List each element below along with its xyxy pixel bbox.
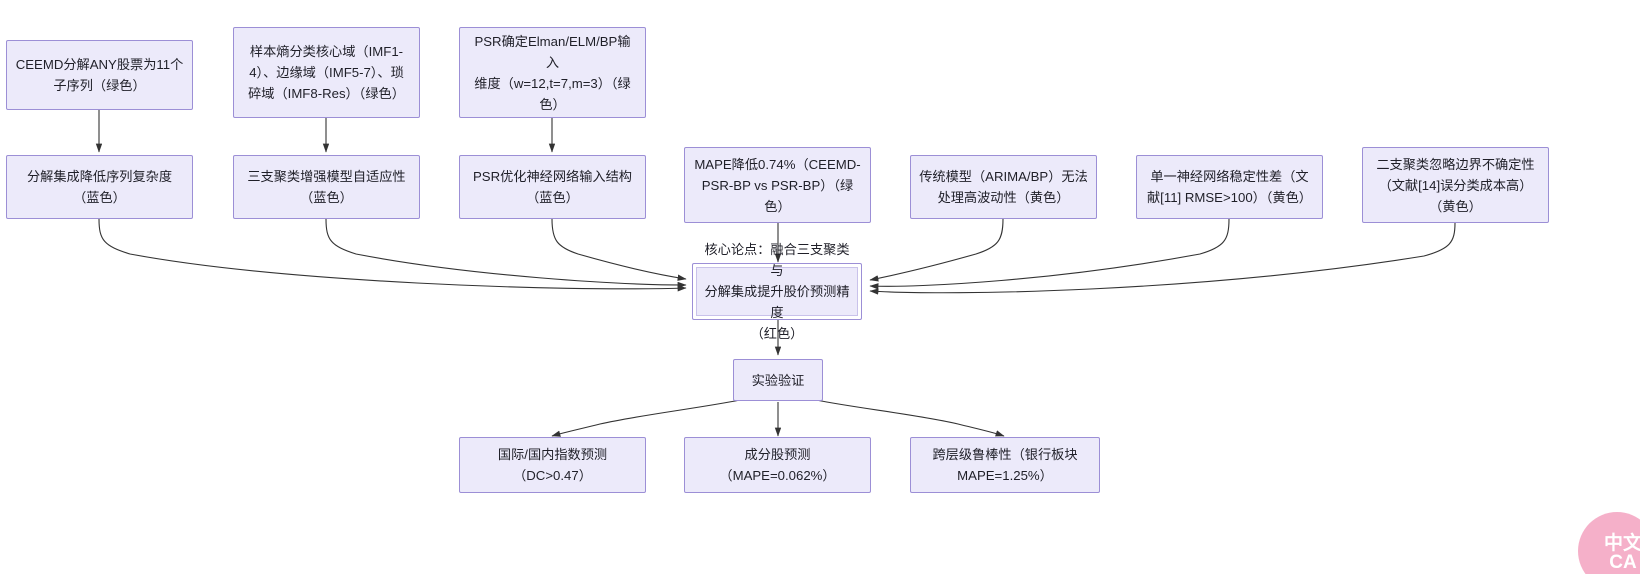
node-label: MAPE降低0.74%（CEEMD- PSR-BP vs PSR-BP）（绿 色… <box>694 156 861 214</box>
edge-exp-r1 <box>551 399 741 437</box>
node-label: PSR优化神经网络输入结构 （蓝色） <box>473 169 632 205</box>
watermark-label: 中文 CA <box>1603 533 1640 573</box>
node-sample-entropy-classification[interactable]: 样本熵分类核心域（IMF1- 4）、边缘域（IMF5-7）、琐 碎域（IMF8-… <box>233 27 420 118</box>
node-label: 跨层级鲁棒性（银行板块 MAPE=1.25%） <box>932 447 1078 483</box>
node-label: 三支聚类增强模型自适应性 （蓝色） <box>247 169 406 205</box>
node-decomposition-reduces-complexity[interactable]: 分解集成降低序列复杂度 （蓝色） <box>6 155 193 219</box>
node-core-thesis[interactable]: 核心论点：融合三支聚类与 分解集成提升股价预测精度 （红色） <box>692 242 862 341</box>
node-ceemd-decompose[interactable]: CEEMD分解ANY股票为11个 子序列（绿色） <box>6 40 193 110</box>
edge-n8-core <box>869 218 1004 282</box>
node-label: 分解集成降低序列复杂度 （蓝色） <box>26 169 173 205</box>
node-experiment-validation[interactable]: 实验验证 <box>733 359 823 401</box>
edge-exp-r3 <box>815 399 1005 437</box>
node-label: 传统模型（ARIMA/BP）无法 处理高波动性（黄色） <box>919 169 1088 205</box>
node-label: 国际/国内指数预测 （DC>0.47） <box>497 447 608 483</box>
node-label: 实验验证 <box>751 372 805 388</box>
node-constituent-stock-result[interactable]: 成分股预测 （MAPE=0.062%） <box>684 437 871 493</box>
node-two-way-clustering-limitation[interactable]: 二支聚类忽略边界不确定性 （文献[14]误分类成本高） （黄色） <box>1362 147 1549 223</box>
edge-n9-core <box>869 218 1230 290</box>
node-label: 单一神经网络稳定性差（文 献[11] RMSE>100）（黄色） <box>1146 169 1312 205</box>
node-psr-input-dimension[interactable]: PSR确定Elman/ELM/BP输入 维度（w=12,t=7,m=3）（绿 色… <box>459 27 646 118</box>
node-mape-improvement[interactable]: MAPE降低0.74%（CEEMD- PSR-BP vs PSR-BP）（绿 色… <box>684 147 871 223</box>
node-label: CEEMD分解ANY股票为11个 子序列（绿色） <box>15 57 184 93</box>
edge-n10-core <box>869 222 1456 295</box>
node-cross-level-robustness-result[interactable]: 跨层级鲁棒性（银行板块 MAPE=1.25%） <box>910 437 1100 493</box>
edge-n5-core <box>325 218 687 289</box>
edge-n6-core <box>551 218 687 281</box>
node-label: 二支聚类忽略边界不确定性 （文献[14]误分类成本高） （黄色） <box>1376 156 1535 214</box>
node-label: 样本熵分类核心域（IMF1- 4）、边缘域（IMF5-7）、琐 碎域（IMF8-… <box>248 44 405 101</box>
node-traditional-model-limitation[interactable]: 传统模型（ARIMA/BP）无法 处理高波动性（黄色） <box>910 155 1097 219</box>
node-psr-optimizes-network-input[interactable]: PSR优化神经网络输入结构 （蓝色） <box>459 155 646 219</box>
node-label: 成分股预测 （MAPE=0.062%） <box>719 447 836 483</box>
node-three-way-clustering-adaptivity[interactable]: 三支聚类增强模型自适应性 （蓝色） <box>233 155 420 219</box>
edge-n4-core <box>98 218 687 292</box>
node-label: PSR确定Elman/ELM/BP输入 维度（w=12,t=7,m=3）（绿 色… <box>474 33 631 112</box>
node-index-prediction-result[interactable]: 国际/国内指数预测 （DC>0.47） <box>459 437 646 493</box>
node-label: 核心论点：融合三支聚类与 分解集成提升股价预测精度 （红色） <box>704 242 850 341</box>
node-single-network-instability[interactable]: 单一神经网络稳定性差（文 献[11] RMSE>100）（黄色） <box>1136 155 1323 219</box>
watermark-badge: 中文 CA <box>1578 512 1640 574</box>
